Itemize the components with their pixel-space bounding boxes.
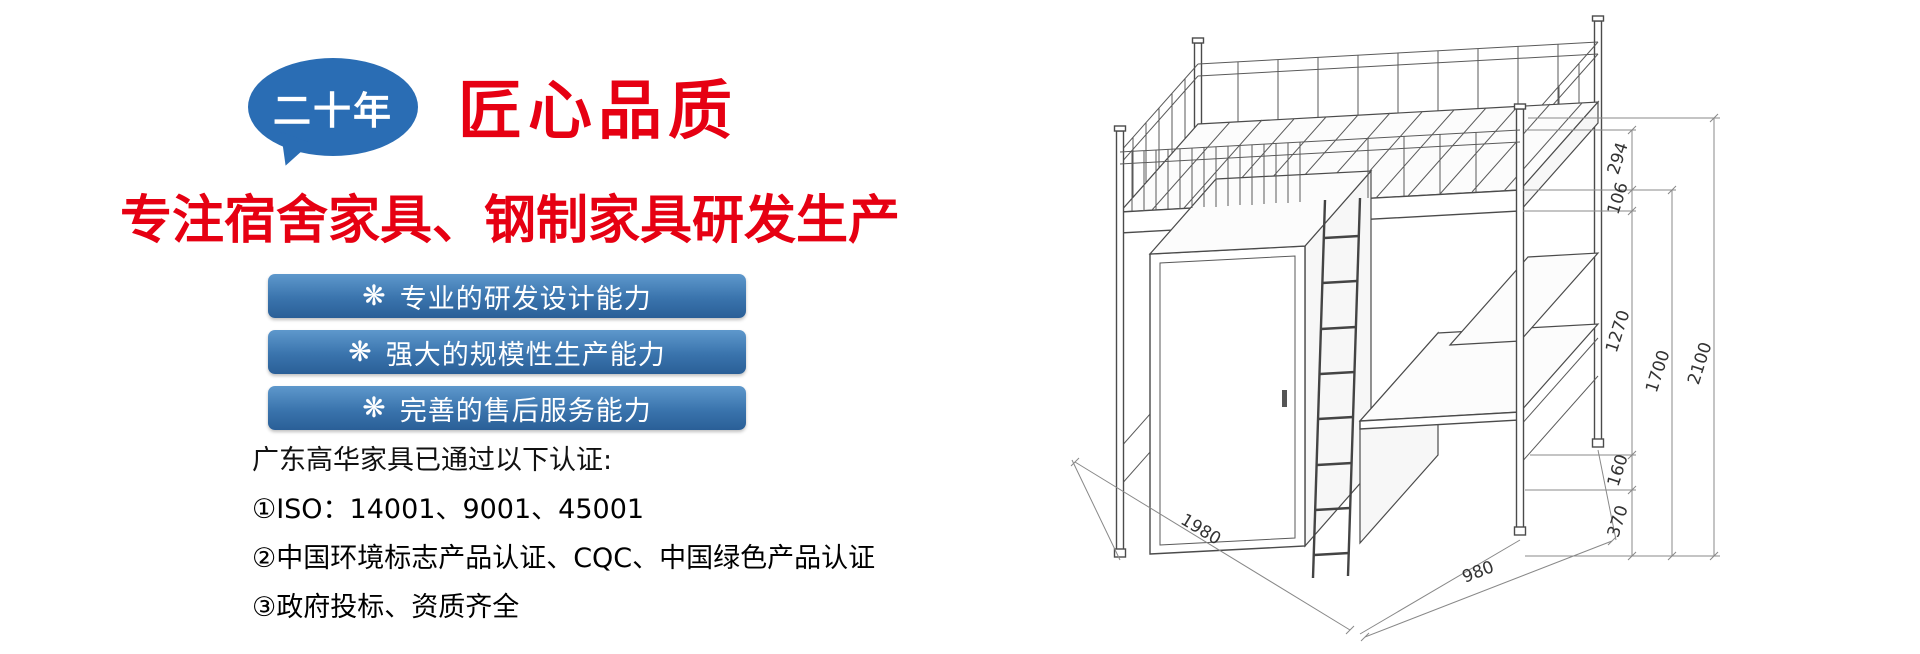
brand-title: 匠心品质 bbox=[458, 75, 738, 149]
dim-platform-height: 1700 bbox=[1642, 348, 1674, 395]
back-guard-rail bbox=[1197, 41, 1599, 122]
wardrobe bbox=[1148, 169, 1373, 555]
feature-bar-service: ❋ 完善的售后服务能力 bbox=[268, 386, 746, 430]
certification-item-gov: ③政府投标、资质齐全 bbox=[252, 592, 520, 623]
headline: 专注宿舍家具、钢制家具研发生产 bbox=[120, 191, 901, 251]
dim-under-bed-clearance: 1270 bbox=[1602, 308, 1634, 355]
certification-block: 广东高华家具已通过以下认证: ①ISO：14001、9001、45001 ②中国… bbox=[252, 436, 875, 632]
certification-title: 广东高华家具已通过以下认证: bbox=[252, 445, 613, 476]
certification-item-env: ②中国环境标志产品认证、CQC、中国绿色产品认证 bbox=[252, 543, 876, 574]
dim-rail-height: 294 bbox=[1604, 140, 1633, 177]
dim-bed-width: 980 bbox=[1459, 557, 1496, 587]
technical-drawing: 294 106 1270 160 370 1700 2100 1980 980 bbox=[1020, 0, 1920, 650]
desk bbox=[1358, 252, 1600, 545]
loft-bed-drawing: 294 106 1270 160 370 1700 2100 1980 980 bbox=[1070, 15, 1720, 642]
front-guard-rail bbox=[1119, 129, 1521, 211]
ladder bbox=[1311, 197, 1362, 579]
feature-list: ❋ 专业的研发设计能力 ❋ 强大的规模性生产能力 ❋ 完善的售后服务能力 bbox=[268, 274, 746, 442]
feature-bar-rd: ❋ 专业的研发设计能力 bbox=[268, 274, 746, 318]
feature-bar-production: ❋ 强大的规模性生产能力 bbox=[268, 330, 746, 374]
dim-total-height: 2100 bbox=[1684, 340, 1716, 387]
flower-icon: ❋ bbox=[362, 391, 386, 424]
feature-label: 强大的规模性生产能力 bbox=[385, 339, 666, 371]
flower-icon: ❋ bbox=[348, 335, 372, 368]
front-posts bbox=[1113, 103, 1527, 558]
years-badge-text: 二十年 bbox=[272, 88, 393, 133]
certification-item-iso: ①ISO：14001、9001、45001 bbox=[252, 494, 645, 525]
years-badge: 二十年 bbox=[248, 58, 418, 156]
feature-label: 专业的研发设计能力 bbox=[399, 283, 652, 315]
wardrobe-handle bbox=[1282, 390, 1287, 407]
flower-icon: ❋ bbox=[362, 279, 386, 312]
dim-shelf-gap: 160 bbox=[1604, 452, 1633, 489]
dim-base-height: 370 bbox=[1604, 503, 1633, 540]
feature-label: 完善的售后服务能力 bbox=[399, 395, 652, 427]
